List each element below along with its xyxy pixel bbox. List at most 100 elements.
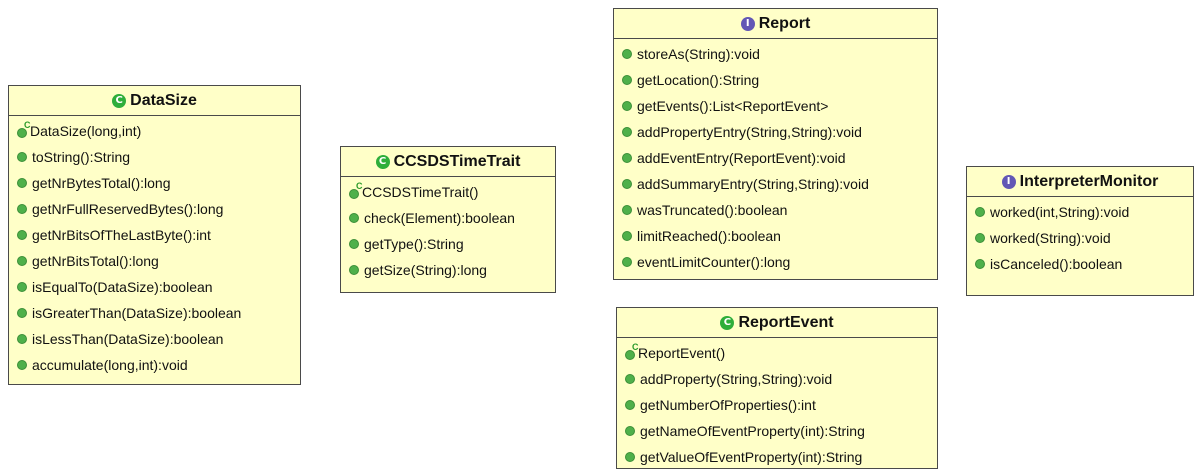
member-addsummaryentry-string-string-void[interactable]: addSummaryEntry(String,String):void	[614, 171, 937, 197]
public-method-icon	[17, 204, 27, 214]
member-label: getNameOfEventProperty(int):String	[640, 423, 865, 439]
member-label: isCanceled():boolean	[990, 256, 1123, 272]
public-method-icon	[975, 259, 985, 269]
public-method-icon	[17, 178, 27, 188]
member-iscanceled-boolean[interactable]: isCanceled():boolean	[967, 251, 1193, 277]
interface-icon: I	[740, 16, 755, 31]
member-getnrfullreservedbytes-long[interactable]: getNrFullReservedBytes():long	[9, 196, 300, 222]
member-label: getNrBitsTotal():long	[32, 253, 159, 269]
public-method-icon	[349, 213, 359, 223]
member-isequalto-datasize-boolean[interactable]: isEqualTo(DataSize):boolean	[9, 274, 300, 300]
member-worked-int-string-void[interactable]: worked(int,String):void	[967, 199, 1193, 225]
member-label: addSummaryEntry(String,String):void	[637, 176, 869, 192]
public-method-icon	[17, 256, 27, 266]
member-wastruncated-boolean[interactable]: wasTruncated():boolean	[614, 197, 937, 223]
member-limitreached-boolean[interactable]: limitReached():boolean	[614, 223, 937, 249]
member-eventlimitcounter-long[interactable]: eventLimitCounter():long	[614, 249, 937, 275]
public-method-icon	[625, 452, 635, 462]
public-method-icon	[622, 49, 632, 59]
member-label: getType():String	[364, 236, 464, 252]
public-method-icon	[17, 230, 27, 240]
member-getnrbytestotal-long[interactable]: getNrBytesTotal():long	[9, 170, 300, 196]
public-method-icon	[622, 179, 632, 189]
member-getlocation-string[interactable]: getLocation():String	[614, 67, 937, 93]
member-label: getNrBitsOfTheLastByte():int	[32, 227, 211, 243]
member-getnrbitstotal-long[interactable]: getNrBitsTotal():long	[9, 248, 300, 274]
member-storeas-string-void[interactable]: storeAs(String):void	[614, 41, 937, 67]
member-label: wasTruncated():boolean	[637, 202, 788, 218]
public-method-icon	[17, 152, 27, 162]
member-accumulate-long-int-void[interactable]: accumulate(long,int):void	[9, 352, 300, 378]
member-label: getNrBytesTotal():long	[32, 175, 171, 191]
member-getnumberofproperties-int[interactable]: getNumberOfProperties():int	[617, 392, 937, 418]
member-getnameofeventproperty-int-string[interactable]: getNameOfEventProperty(int):String	[617, 418, 937, 444]
member-addpropertyentry-string-string-void[interactable]: addPropertyEntry(String,String):void	[614, 119, 937, 145]
member-label: worked(String):void	[990, 230, 1111, 246]
member-check-element-boolean[interactable]: check(Element):boolean	[341, 205, 555, 231]
public-method-icon	[622, 257, 632, 267]
member-label: eventLimitCounter():long	[637, 254, 791, 270]
constructor-icon: C	[349, 181, 363, 199]
public-method-icon	[349, 265, 359, 275]
member-label: accumulate(long,int):void	[32, 357, 188, 373]
class-name: Report	[758, 14, 811, 32]
member-addproperty-string-string-void[interactable]: addProperty(String,String):void	[617, 366, 937, 392]
public-method-icon	[625, 400, 635, 410]
class-icon: C	[112, 93, 127, 108]
class-name: InterpreterMonitor	[1019, 172, 1159, 190]
member-label: CCSDSTimeTrait()	[362, 184, 479, 200]
public-method-icon	[975, 233, 985, 243]
member-label: worked(int,String):void	[990, 204, 1130, 220]
member-list: worked(int,String):void worked(String):vo…	[967, 197, 1193, 277]
member-label: storeAs(String):void	[637, 46, 760, 62]
class-icon: C	[720, 315, 735, 330]
public-method-icon	[622, 231, 632, 241]
member-label: ReportEvent()	[638, 345, 726, 361]
member-label: isLessThan(DataSize):boolean	[32, 331, 224, 347]
member-tostring-string[interactable]: toString():String	[9, 144, 300, 170]
class-name: CCSDSTimeTrait	[393, 152, 521, 170]
member-label: addProperty(String,String):void	[640, 371, 833, 387]
member-isgreaterthan-datasize-boolean[interactable]: isGreaterThan(DataSize):boolean	[9, 300, 300, 326]
public-method-icon	[622, 127, 632, 137]
member-label: addEventEntry(ReportEvent):void	[637, 150, 846, 166]
public-method-icon	[622, 205, 632, 215]
member-label: getEvents():List<ReportEvent>	[637, 98, 829, 114]
member-label: getSize(String):long	[364, 262, 487, 278]
public-method-icon	[17, 308, 27, 318]
public-method-icon	[17, 334, 27, 344]
member-islessthan-datasize-boolean[interactable]: isLessThan(DataSize):boolean	[9, 326, 300, 352]
public-method-icon	[349, 239, 359, 249]
member-label: limitReached():boolean	[637, 228, 781, 244]
member-list: storeAs(String):void getLocation():String…	[614, 39, 937, 275]
member-label: getValueOfEventProperty(int):String	[640, 449, 863, 465]
member-getnrbitsofthelastbyte-int[interactable]: getNrBitsOfTheLastByte():int	[9, 222, 300, 248]
member-getsize-string-long[interactable]: getSize(String):long	[341, 257, 555, 283]
member-gettype-string[interactable]: getType():String	[341, 231, 555, 257]
member-label: isGreaterThan(DataSize):boolean	[32, 305, 242, 321]
interface-icon: I	[1001, 174, 1016, 189]
member-label: isEqualTo(DataSize):boolean	[32, 279, 213, 295]
public-method-icon	[622, 153, 632, 163]
member-getevents-list-reportevent[interactable]: getEvents():List<ReportEvent>	[614, 93, 937, 119]
member-worked-string-void[interactable]: worked(String):void	[967, 225, 1193, 251]
member-label: DataSize(long,int)	[30, 123, 142, 139]
member-addevententry-reportevent-void[interactable]: addEventEntry(ReportEvent):void	[614, 145, 937, 171]
public-method-icon	[625, 374, 635, 384]
member-getvalueofeventproperty-int-string[interactable]: getValueOfEventProperty(int):String	[617, 444, 937, 470]
member-label: getNrFullReservedBytes():long	[32, 201, 224, 217]
public-method-icon	[17, 360, 27, 370]
